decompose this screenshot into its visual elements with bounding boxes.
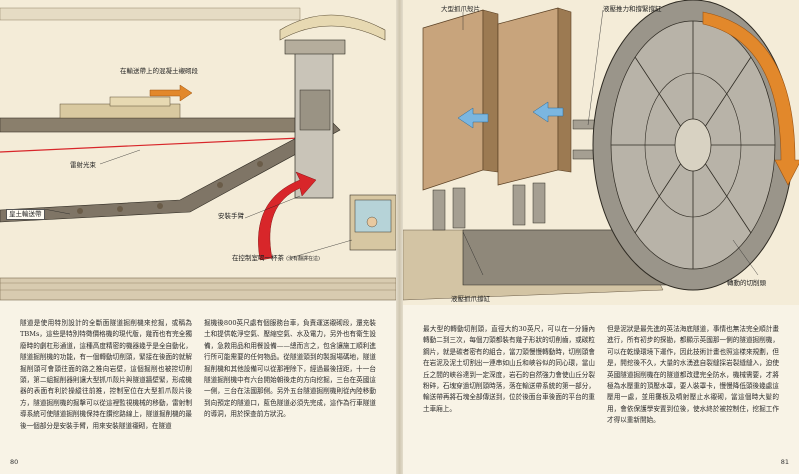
label-gripper-shoes: 大型抓爪殼片 — [441, 5, 480, 13]
right-column-2: 但是泥狀是最先進的英法海底隧道，事情也無法完全順計畫進行，所有初步的探勘，都顯示… — [607, 325, 779, 425]
tunnel-boring-machine-front-illustration — [403, 0, 799, 305]
left-column-2: 掘機後800英尺處有個服務台車，負責運送襯砌段，還充裝土和提供乾淨空氣、壓縮空氣… — [204, 319, 376, 419]
label-control-room-sub: (沒有翻譯在這) — [286, 256, 320, 262]
page-number-right: 81 — [780, 458, 789, 466]
tunnel-boring-machine-rear-illustration — [0, 0, 396, 301]
label-cutting-head: 轉動的切削頭 — [727, 279, 766, 287]
label-thrust-rams: 液壓推力和撐緊撐缸 — [603, 5, 662, 13]
label-laser-beam: 雷射光束 — [70, 161, 96, 169]
page-number-left: 80 — [10, 458, 19, 466]
right-page: 大型抓爪殼片 液壓推力和撐緊撐缸 液壓抓爪撐缸 轉動的切削頭 最大型的轉動切削頭… — [403, 0, 799, 474]
label-control-room: 在控制室喝一杯茶 (沒有翻譯在這) — [232, 255, 320, 262]
label-conveyor-segments: 在輸送帶上的混凝土襯砌段 — [120, 67, 198, 75]
left-page: 在輸送帶上的混凝土襯砌段 雷射光束 皇土輸送帶 安裝手臂 在控制室喝一杯茶 (沒… — [0, 0, 396, 474]
label-gripper-rams: 液壓抓爪撐缸 — [451, 295, 490, 303]
label-install-arm: 安裝手臂 — [218, 212, 244, 220]
right-column-1: 最大型的轉動切削頭，直徑大約30英尺，可以在一分鐘內轉動二到三次，每個刀頭都裝有… — [423, 325, 595, 413]
book-gutter — [396, 0, 403, 474]
label-spoil-conveyor: 皇土輸送帶 — [6, 209, 45, 220]
label-control-room-main: 在控制室喝一杯茶 — [232, 254, 284, 262]
left-column-1: 隧道是使用特別設計的全斷面隧道掘削機來挖掘，或稱為TBMs，這些是特別特徵價格機… — [20, 319, 192, 430]
